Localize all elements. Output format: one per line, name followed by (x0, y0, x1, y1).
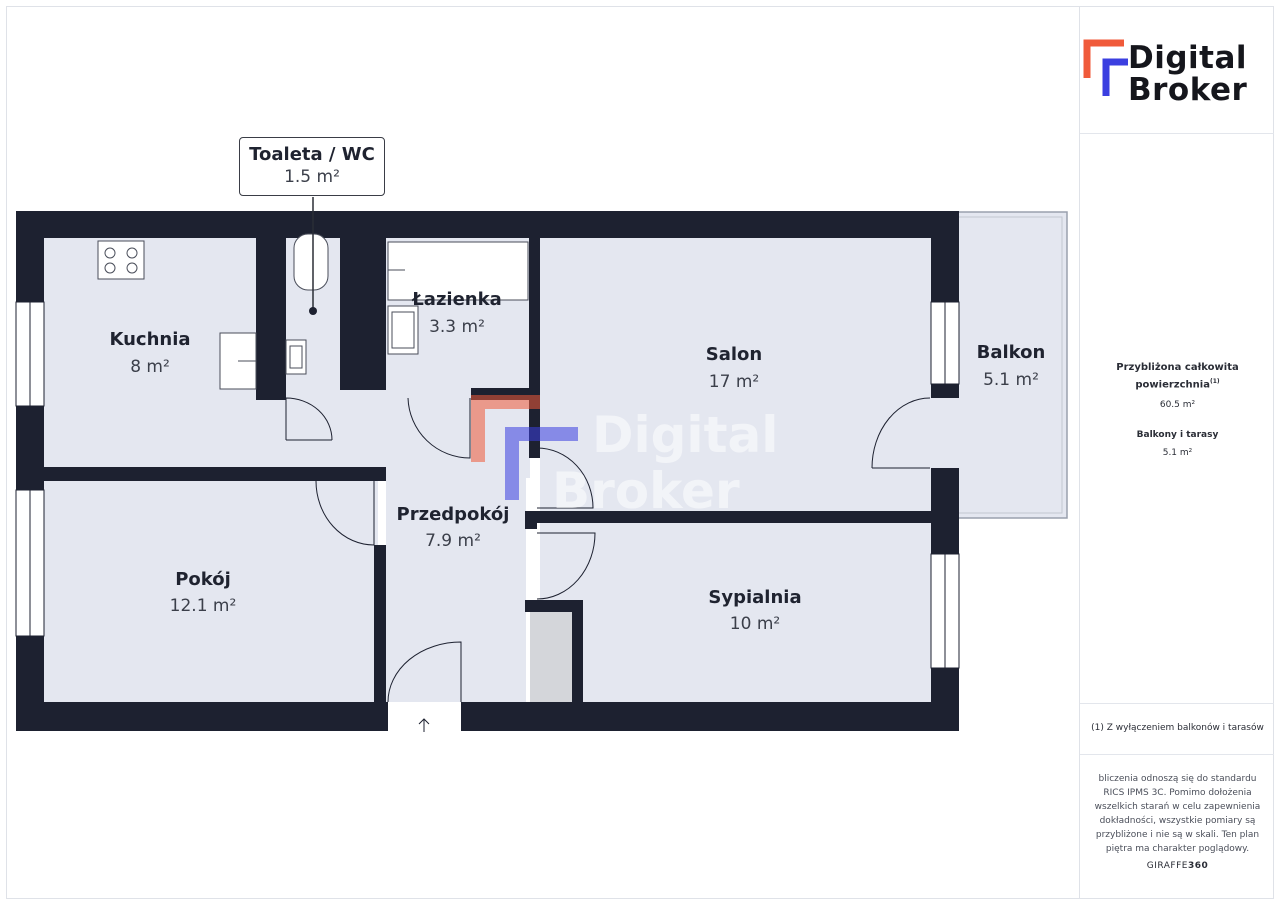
room-labels: Kuchnia 8 m² Łazienka 3.3 m² Salon 17 m²… (109, 289, 1045, 634)
credit-suffix: 360 (1187, 861, 1209, 871)
lazienka-door (407, 397, 471, 459)
total-area-value: 60.5 m² (1159, 400, 1196, 410)
burner-icon (126, 247, 138, 259)
divider (1080, 754, 1274, 755)
watermark: Digital Broker (471, 395, 778, 520)
balcony-door (871, 397, 931, 469)
wc-door (285, 397, 333, 441)
pokoj-name: Pokój (175, 569, 231, 590)
watermark-line2: Broker (552, 462, 740, 520)
wall-pokoj-hall (374, 545, 386, 702)
przedpokoj-floor-lower (386, 478, 526, 703)
pokoj-area: 12.1 m² (170, 596, 237, 616)
entrance-door (387, 641, 462, 703)
wall-left (16, 211, 44, 731)
balcony-door-gap (931, 398, 959, 468)
kuchnia-area: 8 m² (130, 357, 170, 377)
brand-line2: Broker (1128, 72, 1248, 108)
wall-bottom-right (461, 702, 959, 731)
burner-icon (126, 262, 138, 274)
salon-name: Salon (706, 344, 762, 365)
cooktop (97, 240, 145, 280)
salon-area: 17 m² (709, 372, 759, 392)
wall-bottom-left (16, 702, 388, 731)
wall-closet-right (572, 600, 583, 702)
wall-top (16, 211, 959, 238)
credit-logo: GIRAFFE360 (1080, 861, 1275, 871)
divider (1080, 703, 1274, 704)
balkon-floor (946, 212, 1067, 518)
door-swings (285, 397, 931, 732)
toaleta-area: 1.5 m² (284, 167, 340, 187)
disclaimer: bliczenia odnoszą się do standardu RICS … (1080, 772, 1275, 856)
wall-salon-sypialnia (525, 511, 932, 523)
toaleta-name: Toaleta / WC (249, 144, 375, 165)
balcony-label: Balkony i tarasy (1136, 430, 1219, 440)
wall-closet-top (525, 600, 583, 612)
wall-kitchen-wc (256, 230, 286, 400)
total-area-label-1: Przybliżona całkowita (1116, 362, 1239, 373)
sypialnia-floor (583, 522, 932, 702)
brand-logo-icon (1083, 39, 1128, 96)
watermark-line1: Digital (592, 406, 778, 464)
floor-plan-svg: Digital Broker Kuchnia 8 m² Łazienka 3.3… (15, 197, 1068, 732)
sypialnia-name: Sypialnia (708, 587, 801, 608)
lazienka-name: Łazienka (411, 289, 502, 310)
credit-prefix: GIRAFFE (1146, 861, 1188, 871)
wall-stub-sypialnia (525, 511, 537, 529)
watermark-logo-blue (505, 427, 578, 500)
fixtures (97, 233, 529, 390)
sypialnia-floor-nook (540, 522, 583, 602)
disclaimer-line: RICS IPMS 3C. Pomimo dołożenia (1103, 788, 1252, 798)
pokoj-door (315, 480, 375, 546)
bathroom-basin (391, 311, 415, 349)
wall-salon-hall (529, 388, 540, 458)
balkon-name: Balkon (977, 342, 1046, 363)
disclaimer-line: bliczenia odnoszą się do standardu (1098, 774, 1257, 784)
wc-basin (289, 345, 303, 369)
burner-icon (104, 247, 116, 259)
toilet-icon (293, 233, 329, 291)
wall-kitchen-pokoj (44, 467, 386, 481)
wall-wc-lazienka (340, 230, 386, 390)
lazienka-area: 3.3 m² (429, 317, 485, 337)
burner-icon (104, 262, 116, 274)
entrance-arrow (418, 718, 430, 732)
balcony-value: 5.1 m² (1162, 448, 1193, 458)
salon-hall-door (536, 447, 594, 509)
footnote: (1) Z wyłączeniem balkonów i tarasów (1091, 723, 1264, 733)
balkon-area: 5.1 m² (983, 370, 1039, 390)
disclaimer-line: przybliżone i nie są w skali. Ten plan (1095, 830, 1260, 840)
bathtub (387, 241, 529, 301)
page-frame (6, 6, 1274, 899)
przedpokoj-area: 7.9 m² (425, 531, 481, 551)
pokoj-floor (44, 480, 378, 702)
watermark-logo-orange (471, 395, 540, 462)
sypialnia-area: 10 m² (730, 614, 780, 634)
disclaimer-line: dokładności, wszystkie pomiary są (1099, 816, 1256, 826)
przedpokoj-name: Przedpokój (397, 504, 510, 525)
sidebar: Digital Broker Przybliżona całkowita pow… (1079, 6, 1274, 899)
wc-leader-dot (309, 307, 317, 315)
toaleta-callout: Toaleta / WC 1.5 m² (239, 137, 385, 196)
wall-lazienka-salon (529, 238, 540, 388)
floor-plan: Digital Broker Kuchnia 8 m² Łazienka 3.3… (15, 197, 1068, 732)
divider (1080, 133, 1274, 134)
kuchnia-name: Kuchnia (109, 329, 190, 350)
brand-line1: Digital (1128, 40, 1248, 76)
total-area-label-2: powierzchnia(1) (1135, 378, 1220, 391)
brand-logo: Digital Broker (1080, 32, 1275, 112)
sypialnia-door (536, 532, 596, 600)
window-lines (29, 302, 946, 668)
disclaimer-line: wszelkich starań w celu zapewnienia (1094, 802, 1261, 812)
salon-floor (540, 238, 932, 512)
disclaimer-line: piętra ma charakter poglądowy. (1105, 844, 1250, 854)
closet (530, 612, 572, 702)
